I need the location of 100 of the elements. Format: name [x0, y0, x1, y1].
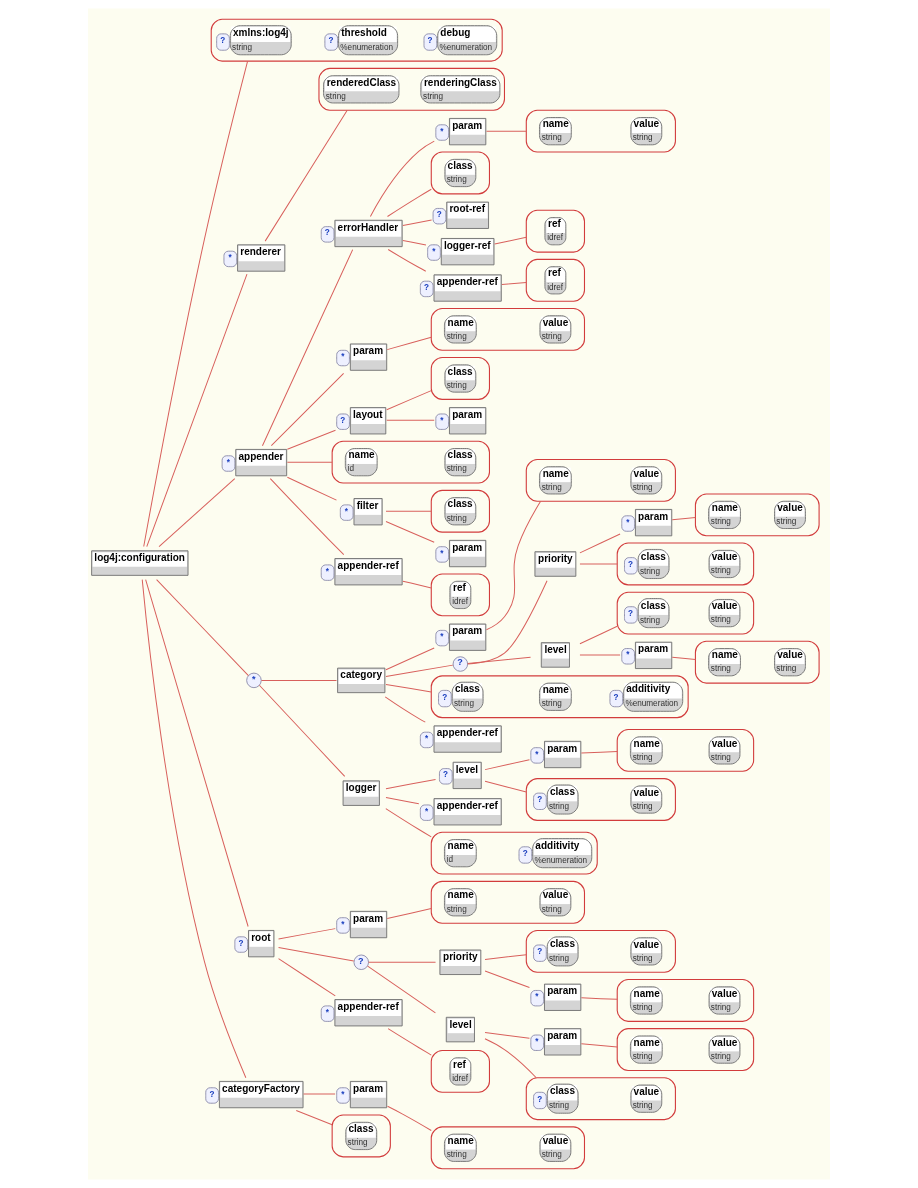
connector — [270, 372, 345, 447]
cluster — [694, 640, 820, 684]
cluster — [525, 458, 676, 502]
node-label: ? — [238, 938, 244, 948]
connector — [385, 808, 432, 838]
connector — [484, 954, 527, 960]
cluster — [525, 929, 676, 973]
node-label: * — [440, 632, 444, 642]
cluster — [331, 440, 490, 484]
node-circle: ? — [452, 656, 469, 672]
node-label: * — [535, 1036, 539, 1046]
node-label: * — [440, 126, 444, 136]
node-label: * — [432, 246, 436, 256]
connector — [386, 336, 432, 351]
connector — [303, 1093, 336, 1095]
connector — [146, 273, 248, 548]
connector — [580, 997, 618, 1000]
connector — [286, 461, 333, 463]
connector — [579, 533, 621, 554]
node-circle: ? — [353, 954, 369, 970]
node-label: * — [226, 457, 230, 467]
connector — [286, 476, 337, 501]
connector — [484, 1032, 530, 1039]
cluster — [616, 542, 755, 586]
connector — [385, 664, 454, 677]
connector — [143, 60, 249, 547]
connector — [485, 500, 542, 631]
node-label: ? — [328, 36, 334, 46]
connector — [261, 249, 354, 447]
connector — [494, 236, 527, 245]
node-label: * — [535, 992, 539, 1002]
cluster — [525, 778, 676, 821]
cluster — [318, 67, 505, 111]
node-label: * — [626, 517, 630, 527]
cluster — [525, 1077, 676, 1121]
node-label: * — [228, 253, 232, 263]
cluster — [430, 489, 490, 533]
connector — [367, 965, 436, 1014]
connector — [579, 625, 618, 645]
connector — [286, 429, 336, 450]
cluster — [525, 109, 676, 153]
cluster — [694, 493, 820, 537]
node-label: * — [424, 806, 429, 816]
connector — [385, 797, 420, 805]
cluster — [430, 880, 586, 924]
cluster — [430, 573, 490, 617]
cluster — [430, 307, 586, 351]
node-label: ? — [340, 415, 346, 425]
node-label: ? — [537, 947, 543, 957]
connector — [387, 188, 432, 217]
node-label: * — [341, 919, 345, 929]
node-label: * — [626, 650, 630, 660]
node-label: ? — [209, 1089, 215, 1099]
connector — [385, 778, 437, 790]
node-circle: * — [246, 672, 262, 689]
node-label: ? — [423, 283, 429, 293]
node-label: * — [341, 1089, 345, 1099]
connector — [278, 946, 355, 962]
cluster — [210, 18, 503, 62]
node-label: ? — [522, 849, 528, 859]
connector — [145, 579, 249, 927]
cluster — [430, 1049, 490, 1093]
connector — [402, 580, 432, 589]
node-label: ? — [537, 795, 543, 805]
node-label: * — [440, 415, 444, 425]
cluster — [331, 1114, 391, 1158]
connector — [467, 656, 532, 664]
cluster — [616, 728, 755, 772]
connector — [278, 958, 336, 997]
connector — [156, 579, 249, 677]
connector — [368, 961, 437, 963]
cluster — [616, 979, 755, 1022]
node-label: ? — [442, 692, 448, 702]
connector — [402, 219, 433, 226]
connector — [387, 1028, 432, 1056]
node-label: ? — [443, 770, 449, 780]
cluster — [525, 258, 586, 302]
connector — [158, 478, 236, 548]
connector — [501, 282, 527, 285]
connector — [467, 580, 548, 665]
connector — [386, 390, 432, 411]
node-label: ? — [613, 692, 619, 702]
node-label: * — [424, 734, 429, 744]
connector — [402, 240, 427, 246]
node-label: ? — [220, 36, 226, 46]
node-label: ? — [628, 609, 634, 619]
connector — [579, 654, 621, 656]
node-label: ? — [436, 210, 442, 220]
connector — [580, 1043, 618, 1048]
cluster — [430, 675, 689, 719]
connector — [386, 908, 432, 919]
connector — [484, 1038, 537, 1079]
node-label: ? — [628, 559, 634, 569]
connector — [369, 140, 435, 217]
connector — [671, 517, 696, 521]
connector — [385, 521, 435, 543]
cluster — [616, 1028, 755, 1072]
connector — [278, 928, 336, 940]
connector — [386, 419, 435, 421]
cluster — [430, 151, 490, 195]
